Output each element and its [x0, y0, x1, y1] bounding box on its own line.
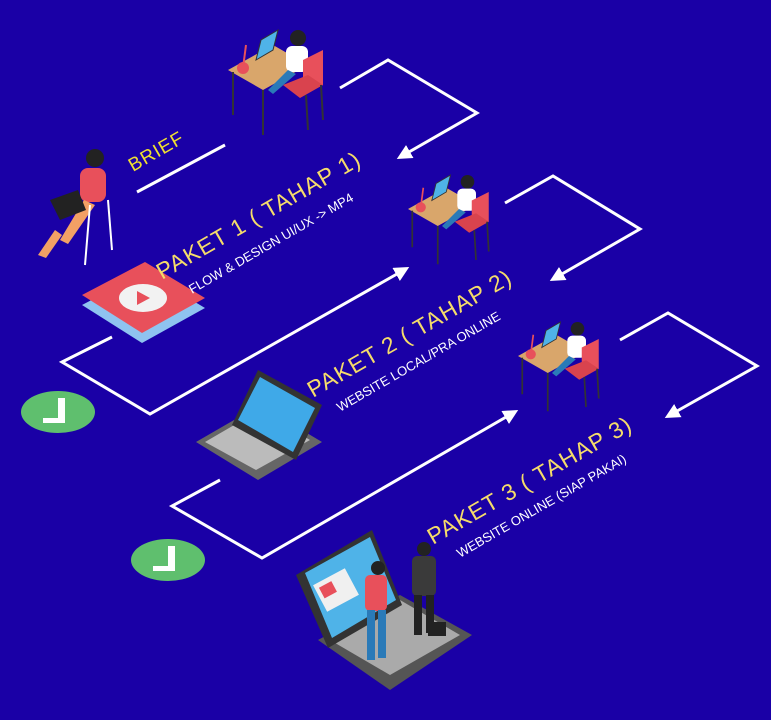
video-tile-icon	[82, 262, 205, 343]
developer-at-desk-illustration	[407, 174, 490, 266]
connector-to-stage-2	[504, 174, 643, 281]
stage-3-title: PAKET 3 ( TAHAP 3)	[423, 411, 637, 549]
laptop-illustration	[196, 370, 322, 480]
check-badge-2	[131, 539, 205, 581]
client-woman-illustration	[38, 149, 113, 266]
handshake-laptop-illustration	[296, 530, 472, 690]
deployer-at-desk-illustration	[517, 321, 600, 413]
designer-at-desk-illustration	[227, 29, 324, 136]
check-badge-1	[21, 391, 95, 433]
connector-stage-2-to-3	[168, 409, 519, 560]
brief-connector	[136, 143, 226, 194]
connector-to-stage-3	[619, 311, 760, 418]
connector-stage-1-to-2	[58, 267, 410, 416]
connector-to-stage-1	[339, 58, 480, 159]
stage-2-title: PAKET 2 ( TAHAP 2)	[303, 264, 517, 402]
